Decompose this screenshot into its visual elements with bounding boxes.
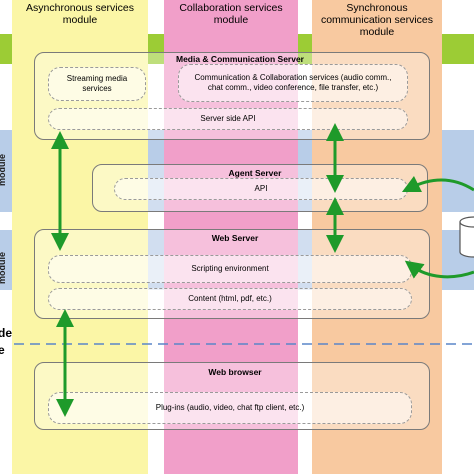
sync-column-header: Synchronous communication services modul… — [320, 2, 434, 38]
media-server-title: Media & Communication Server — [175, 54, 304, 64]
async-column-header: Asynchronous services module — [26, 2, 134, 26]
side-label-clipped-2: e — [0, 343, 5, 357]
database-icon — [459, 216, 474, 258]
streaming-media-services: Streaming media services — [48, 67, 146, 101]
communication-collaboration-label: Communication & Collaboration services (… — [194, 73, 392, 92]
collab-column-header: Collaboration services module — [179, 2, 283, 26]
web-server-title: Web Server — [211, 233, 259, 243]
server-side-api: Server side API — [48, 108, 408, 130]
server-side-api-label: Server side API — [200, 114, 256, 123]
web-browser-title: Web browser — [208, 367, 262, 377]
agent-server-title: Agent Server — [228, 168, 282, 178]
plug-ins: Plug-ins (audio, video, chat ftp client,… — [48, 392, 412, 424]
communication-collaboration-services: Communication & Collaboration services (… — [178, 64, 408, 102]
streaming-media-services-label: Streaming media services — [66, 74, 128, 93]
side-label-clipped: de — [0, 326, 13, 340]
agent-api-label: API — [254, 184, 268, 193]
plug-ins-label: Plug-ins (audio, video, chat ftp client,… — [155, 403, 305, 412]
scripting-environment: Scripting environment — [48, 255, 412, 283]
arrow-external-to-agent-api — [401, 175, 474, 193]
scripting-environment-label: Scripting environment — [191, 264, 269, 273]
content: Content (html, pdf, etc.) — [48, 288, 412, 310]
content-label: Content (html, pdf, etc.) — [188, 294, 272, 303]
arrow-external-to-scripting — [404, 260, 474, 279]
